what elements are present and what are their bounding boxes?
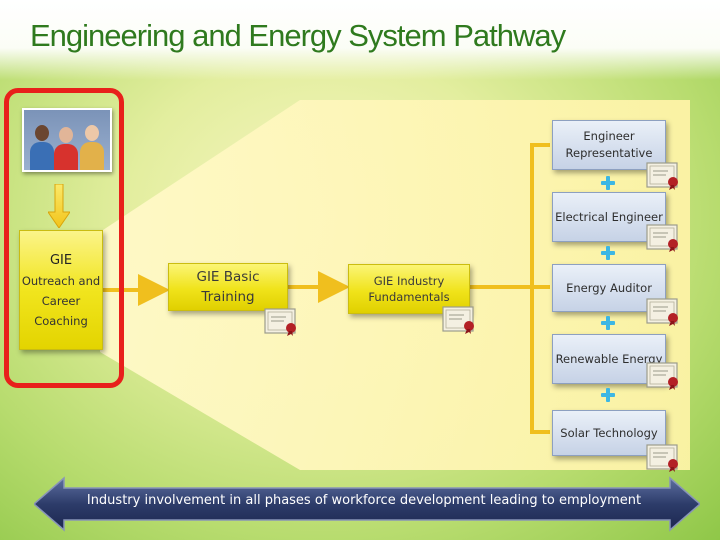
plus-icon <box>601 176 615 190</box>
person-figure <box>80 125 104 170</box>
gie-outreach-box: GIE Outreach and Career Coaching <box>19 230 103 350</box>
certificate-icon <box>646 224 678 252</box>
certificate-icon <box>646 362 678 390</box>
career-label: Engineer Representative <box>565 129 653 160</box>
person-figure <box>54 127 78 170</box>
stage-label: GIE Basic Training <box>196 269 260 305</box>
stage-label: GIE Industry Fundamentals <box>368 274 450 304</box>
stage-gie-basic-training: GIE Basic Training <box>168 263 288 311</box>
person-figure <box>30 125 54 170</box>
plus-icon <box>601 246 615 260</box>
banner-text: Industry involvement in all phases of wo… <box>86 493 642 508</box>
certificate-icon <box>264 308 296 336</box>
industry-involvement-banner <box>34 476 700 532</box>
career-label: Electrical Engineer <box>555 209 663 224</box>
highlight-frame <box>4 88 124 388</box>
page-title: Engineering and Energy System Pathway <box>30 18 566 53</box>
certificate-icon <box>442 306 474 334</box>
gie-label: GIE <box>49 253 73 268</box>
students-photo-icon <box>22 108 112 172</box>
career-label: Energy Auditor <box>566 280 652 295</box>
plus-icon <box>601 316 615 330</box>
stage-gie-industry-fundamentals: GIE Industry Fundamentals <box>348 264 470 314</box>
career-engineer-representative: Engineer Representative <box>552 120 666 170</box>
certificate-icon <box>646 298 678 326</box>
career-label: Solar Technology <box>560 425 658 440</box>
certificate-icon <box>646 162 678 190</box>
gie-description: Outreach and Career Coaching <box>21 274 101 328</box>
down-arrow-icon <box>48 184 70 228</box>
title-bar <box>0 0 720 80</box>
plus-icon <box>601 388 615 402</box>
career-label: Renewable Energy <box>555 351 663 366</box>
certificate-icon <box>646 444 678 472</box>
career-renewable-energy: Renewable Energy <box>552 334 666 384</box>
